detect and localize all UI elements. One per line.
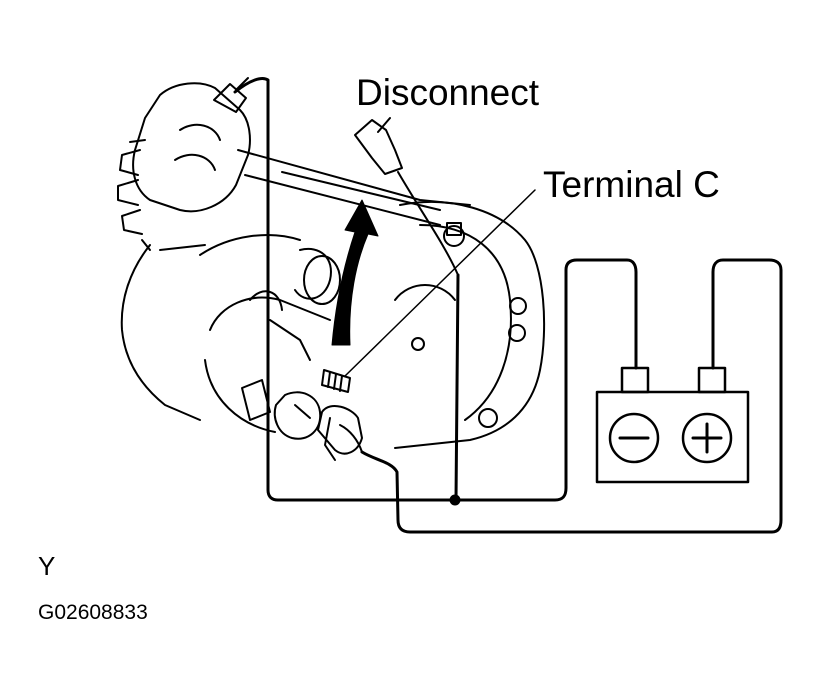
- connector-plug-icon: [213, 83, 247, 113]
- negative-terminal-icon: [608, 412, 660, 464]
- disconnect-label: Disconnect: [356, 72, 540, 113]
- figure-code-label: G02608833: [38, 601, 148, 624]
- terminal-c-leader: [344, 189, 536, 377]
- terminal-c-label: Terminal C: [543, 164, 720, 205]
- view-letter-label: Y: [38, 551, 56, 581]
- wire-junction-dot: [449, 494, 461, 506]
- test-wiring: [233, 77, 783, 534]
- starter-motor-icon: [117, 77, 546, 461]
- up-arrow-icon: [331, 199, 379, 346]
- disconnect-lead: [354, 117, 459, 276]
- positive-terminal-icon: [681, 412, 733, 464]
- battery-icon: [595, 366, 750, 484]
